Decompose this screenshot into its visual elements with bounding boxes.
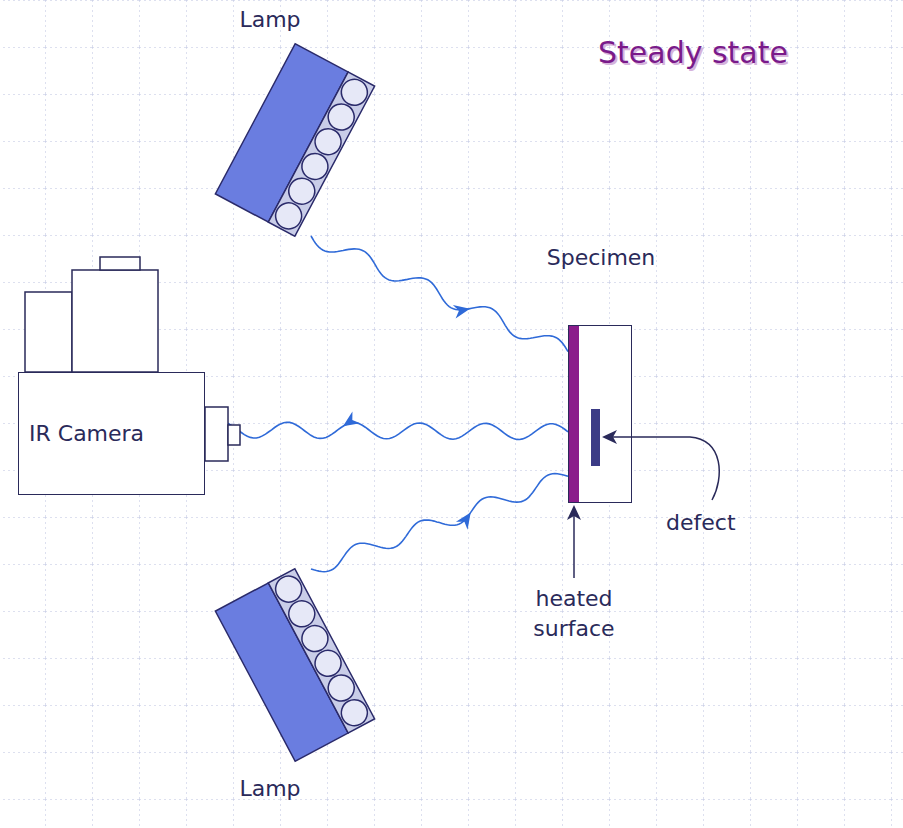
leader-line: [574, 437, 719, 578]
wave-line: [311, 474, 568, 572]
node-heading: Lamp: [215, 775, 325, 803]
wave-line: [311, 236, 568, 352]
leader-arrowhead: [602, 430, 617, 444]
diagram-title: Steady state: [598, 34, 788, 72]
radiation-wave: [205, 412, 568, 440]
arrowhead: [453, 305, 470, 319]
radiation-wave: [311, 236, 568, 352]
node-label: IR Camera: [29, 420, 144, 448]
node-heading: Specimen: [531, 244, 671, 272]
lamp-symbol: [215, 44, 374, 236]
lamp-symbol: [215, 569, 374, 761]
camera-body: [25, 257, 240, 461]
lamp-node: Lamp: [215, 569, 375, 761]
node-heading: Lamp: [215, 6, 325, 34]
camera-box: IR Camera: [18, 372, 205, 495]
callout-label: heated surface: [522, 584, 626, 644]
lamp-node: Lamp: [215, 44, 375, 236]
specimen-node: Specimen: [568, 325, 632, 503]
arrowhead: [343, 412, 360, 427]
leader-arrowhead: [567, 505, 581, 520]
callout-label: defect: [666, 508, 756, 538]
arrowhead: [456, 512, 471, 529]
wave-line: [205, 422, 568, 440]
specimen-body: [568, 325, 632, 503]
radiation-wave: [311, 474, 568, 572]
